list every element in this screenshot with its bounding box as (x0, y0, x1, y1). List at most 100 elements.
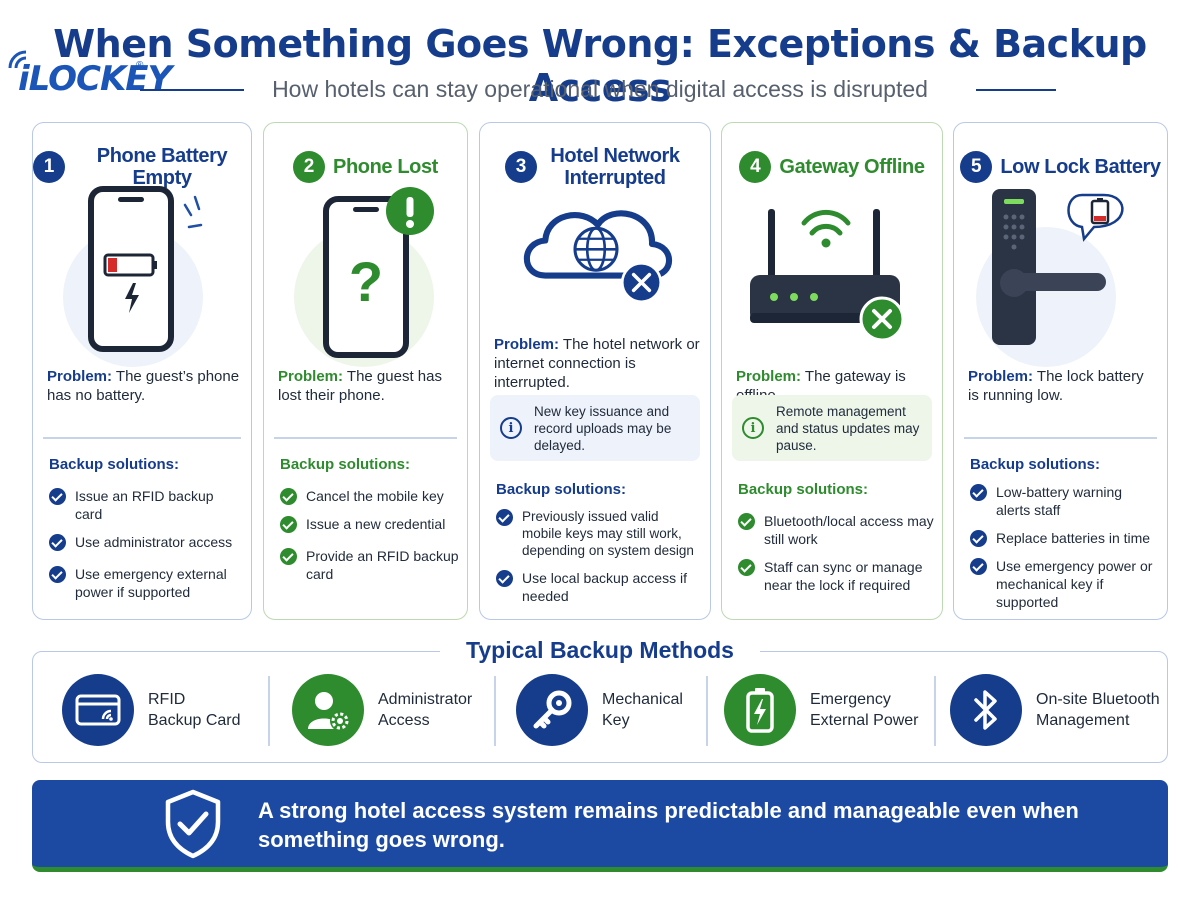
check-icon (970, 558, 987, 575)
solution-item: Staff can sync or manage near the lock i… (738, 558, 934, 594)
solution-item: Issue a new credential (280, 515, 459, 533)
solution-item: Low-battery warning alerts staff (970, 483, 1159, 519)
card-divider (964, 437, 1157, 439)
problem-text: Problem: The lock battery is running low… (968, 368, 1144, 404)
card-divider (274, 437, 457, 439)
subtitle-rule-right (976, 89, 1056, 91)
method-label: Mechanical Key (602, 691, 683, 729)
card-divider (43, 437, 241, 439)
check-icon (49, 488, 66, 505)
method-admin-access: Administrator Access (292, 670, 472, 750)
key-icon (516, 674, 588, 746)
method-separator (494, 676, 496, 746)
card-title: Low Lock Battery (1000, 156, 1161, 178)
method-label: On-site Bluetooth Management (1036, 691, 1160, 729)
method-bluetooth: On-site Bluetooth Management (950, 670, 1160, 750)
card-title: Hotel Network Interrupted (550, 145, 680, 189)
check-icon (738, 559, 755, 576)
solution-item: Cancel the mobile key (280, 487, 459, 505)
backup-solutions-title: Backup solutions: (49, 456, 180, 473)
check-icon (280, 548, 297, 565)
scenario-card-lock-battery: 5 Low Lock Battery Problem: The lock bat… (953, 122, 1168, 620)
admin-gear-icon (292, 674, 364, 746)
backup-solutions-title: Backup solutions: (970, 456, 1101, 473)
method-label: RFID Backup Card (148, 691, 241, 729)
method-emergency-power: Emergency External Power (724, 670, 919, 750)
method-rfid-card: RFID Backup Card (62, 670, 241, 750)
card-number: 3 (505, 151, 537, 183)
wifi-signal-icon (8, 50, 27, 69)
problem-text: Problem: The hotel network or internet c… (494, 336, 700, 391)
info-note: i Remote management and status updates m… (732, 395, 932, 461)
page-title: When Something Goes Wrong: Exceptions & … (53, 22, 1147, 110)
solution-item: Previously issued valid mobile keys may … (496, 508, 702, 559)
info-icon: i (742, 417, 764, 439)
check-icon (970, 530, 987, 547)
check-icon (49, 566, 66, 583)
card-number: 2 (293, 151, 326, 183)
solution-list: Low-battery warning alerts staff Replace… (970, 483, 1159, 621)
smart-lock-illustration (976, 189, 1124, 367)
solution-list: Cancel the mobile key Issue a new creden… (280, 487, 459, 593)
solution-item: Bluetooth/local access may still work (738, 512, 934, 548)
solution-item: Use local backup access if needed (496, 569, 702, 605)
card-header: 5 Low Lock Battery (954, 137, 1167, 197)
scenario-card-phone-battery: 1 Phone Battery Empty Problem: The guest… (32, 122, 252, 620)
card-title: Gateway Offline (779, 156, 925, 178)
card-header: 2 Phone Lost (264, 137, 467, 197)
solution-list: Bluetooth/local access may still work St… (738, 512, 934, 604)
scenario-card-phone-lost: 2 Phone Lost ? Problem: The guest has lo… (263, 122, 468, 620)
solution-item: Use administrator access (49, 533, 243, 551)
problem-text: Problem: The guest has lost their phone. (278, 368, 442, 404)
card-title: Phone Battery Empty (96, 145, 228, 189)
card-header: 3 Hotel Network Interrupted (480, 137, 710, 197)
problem-text: Problem: The guest’s phone has no batter… (47, 368, 240, 404)
bluetooth-icon (950, 674, 1022, 746)
method-separator (706, 676, 708, 746)
lost-phone-illustration: ? (294, 187, 434, 367)
solution-item: Provide an RFID backup card (280, 547, 459, 583)
method-label: Administrator Access (378, 691, 473, 729)
card-header: 1 Phone Battery Empty (33, 137, 251, 197)
solution-item: Use emergency external power if supporte… (49, 565, 243, 601)
card-number: 1 (33, 151, 65, 183)
solution-item: Use emergency power or mechanical key if… (970, 557, 1159, 611)
solution-list: Issue an RFID backup card Use administra… (49, 487, 243, 611)
method-separator (934, 676, 936, 746)
shield-check-icon (165, 789, 221, 859)
info-note: i New key issuance and record uploads ma… (490, 395, 700, 461)
backup-solutions-title: Backup solutions: (738, 481, 869, 498)
check-icon (738, 513, 755, 530)
page-subtitle: How hotels can stay operational when dig… (272, 76, 928, 102)
cloud-network-illustration (523, 210, 672, 304)
scenario-card-network: 3 Hotel Network Interrupted Problem: The… (479, 122, 711, 620)
check-icon (970, 484, 987, 501)
card-number: 5 (960, 151, 993, 183)
scenario-card-gateway: 4 Gateway Offline Problem: The gateway i… (721, 122, 943, 620)
battery-charge-icon (724, 674, 796, 746)
backup-methods-title: Typical Backup Methods (0, 637, 1200, 664)
method-label: Emergency External Power (810, 691, 919, 729)
backup-solutions-title: Backup solutions: (496, 481, 627, 498)
solution-item: Replace batteries in time (970, 529, 1159, 547)
banner-text: A strong hotel access system remains pre… (258, 798, 1079, 852)
rfid-card-icon (62, 674, 134, 746)
info-icon: i (500, 417, 522, 439)
subtitle-rule-left (140, 89, 244, 91)
summary-banner: A strong hotel access system remains pre… (32, 780, 1168, 872)
registered-mark: ® (136, 60, 144, 71)
check-icon (496, 509, 513, 526)
method-separator (268, 676, 270, 746)
check-icon (280, 488, 297, 505)
check-icon (49, 534, 66, 551)
solution-item: Issue an RFID backup card (49, 487, 243, 523)
card-header: 4 Gateway Offline (722, 137, 942, 197)
gateway-router-illustration (750, 209, 905, 342)
check-icon (280, 516, 297, 533)
dead-phone-illustration (63, 186, 203, 367)
solution-list: Previously issued valid mobile keys may … (496, 508, 702, 615)
check-icon (496, 570, 513, 587)
svg-text:?: ? (349, 250, 383, 313)
backup-solutions-title: Backup solutions: (280, 456, 411, 473)
card-number: 4 (739, 151, 772, 183)
